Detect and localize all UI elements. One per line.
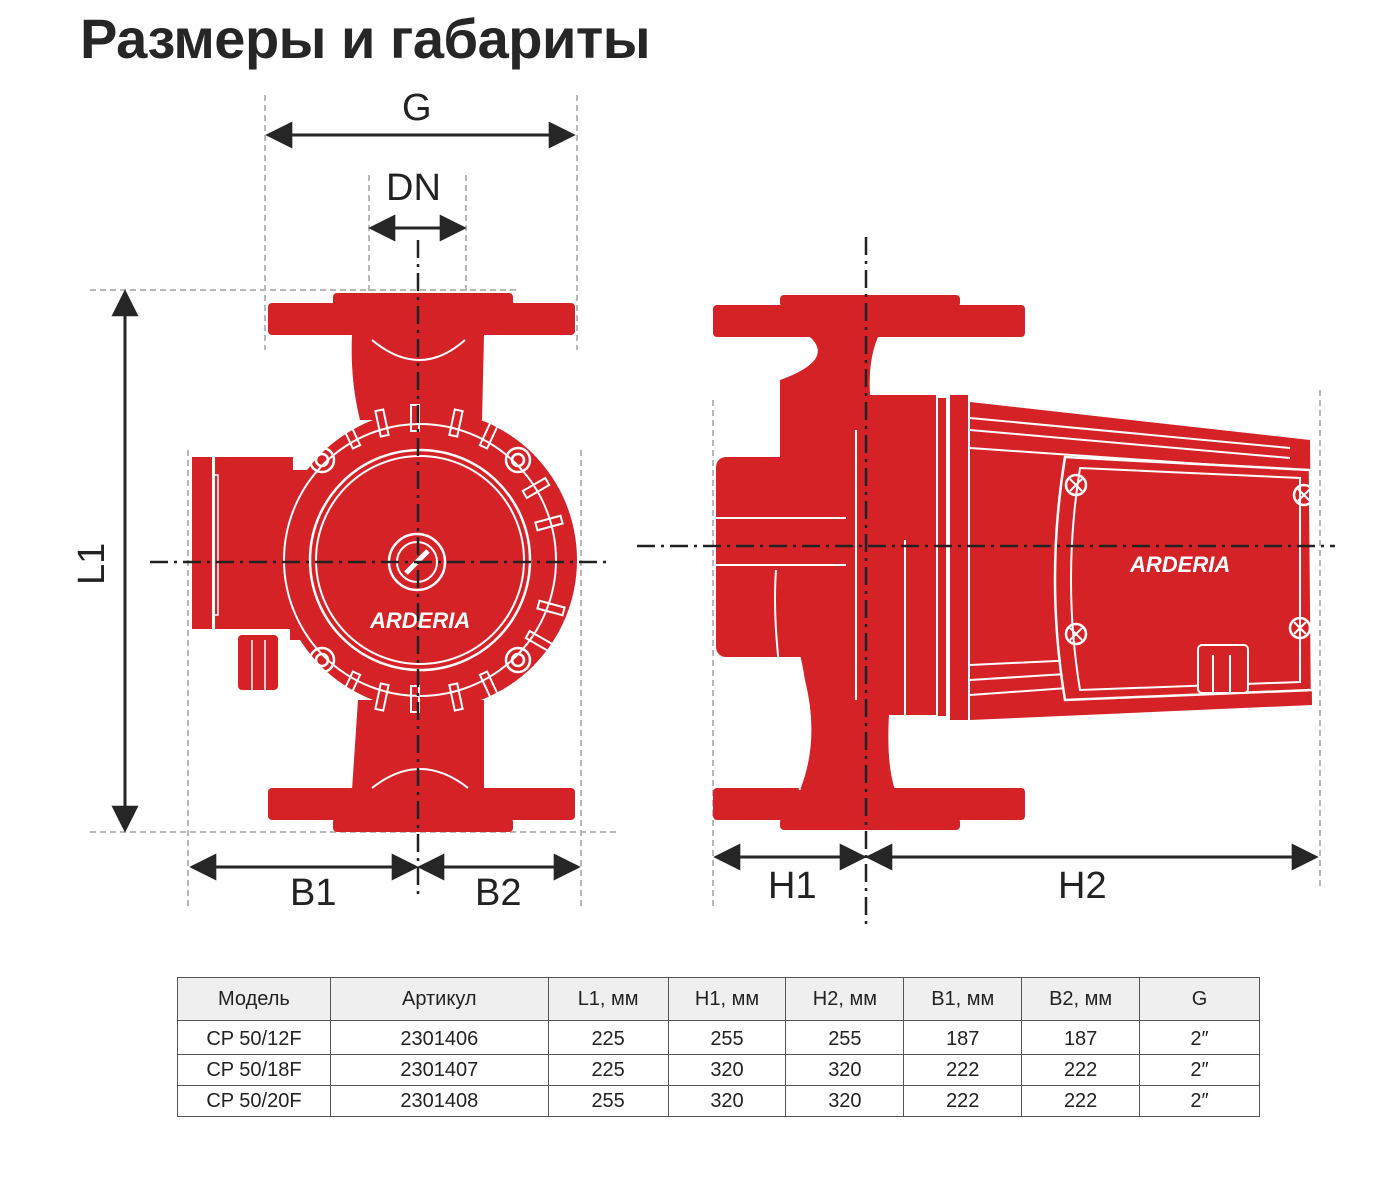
side-view: ARDERIA H1 H2: [637, 237, 1335, 925]
side-logo: ARDERIA: [1129, 552, 1230, 577]
cell-h1: 320: [667, 1054, 787, 1086]
cell-model: CP 50/12F: [177, 1020, 331, 1055]
pump-dimension-drawing: ARDERIA G DN L1 B1 B2: [71, 87, 1335, 925]
page-title: Размеры и габариты: [80, 7, 651, 70]
cell-g: 2″: [1139, 1085, 1260, 1117]
col-header-b2: B2, мм: [1021, 977, 1141, 1021]
table-row: CP 50/12F 2301406 225 255 255 187 187 2″: [177, 1020, 1260, 1055]
cell-b2: 222: [1021, 1085, 1141, 1117]
cell-model: CP 50/18F: [177, 1054, 331, 1086]
col-header-b1: B1, мм: [903, 977, 1023, 1021]
dim-label-b1: B1: [290, 872, 336, 914]
cell-b1: 187: [903, 1020, 1023, 1055]
cell-g: 2″: [1139, 1020, 1260, 1055]
table-row: CP 50/18F 2301407 225 320 320 222 222 2″: [177, 1054, 1260, 1086]
dim-label-b2: B2: [475, 872, 521, 914]
dim-label-l1: L1: [71, 543, 113, 585]
dimensions-table: Модель Артикул L1, мм H1, мм H2, мм B1, …: [177, 977, 1260, 1117]
table-row: CP 50/20F 2301408 255 320 320 222 222 2″: [177, 1085, 1260, 1117]
col-header-l1: L1, мм: [547, 977, 669, 1021]
col-header-model: Модель: [177, 977, 331, 1021]
cell-b2: 222: [1021, 1054, 1141, 1086]
cell-h2: 320: [785, 1085, 905, 1117]
front-view: ARDERIA G DN L1 B1 B2: [71, 87, 620, 914]
cell-b1: 222: [903, 1054, 1023, 1086]
cell-b2: 187: [1021, 1020, 1141, 1055]
col-header-article: Артикул: [329, 977, 549, 1021]
cell-h1: 255: [667, 1020, 787, 1055]
cell-h2: 320: [785, 1054, 905, 1086]
col-header-h2: H2, мм: [785, 977, 905, 1021]
cell-l1: 225: [547, 1054, 669, 1086]
cell-b1: 222: [903, 1085, 1023, 1117]
col-header-g: G: [1139, 977, 1260, 1021]
col-header-h1: H1, мм: [667, 977, 787, 1021]
cell-article: 2301407: [329, 1054, 549, 1086]
dim-label-g: G: [402, 87, 432, 129]
cell-l1: 255: [547, 1085, 669, 1117]
cell-l1: 225: [547, 1020, 669, 1055]
cell-g: 2″: [1139, 1054, 1260, 1086]
cell-model: CP 50/20F: [177, 1085, 331, 1117]
dim-label-dn: DN: [386, 167, 441, 209]
cell-h2: 255: [785, 1020, 905, 1055]
dim-label-h1: H1: [768, 865, 817, 907]
cell-article: 2301406: [329, 1020, 549, 1055]
front-logo: ARDERIA: [369, 608, 470, 633]
cell-h1: 320: [667, 1085, 787, 1117]
table-header-row: Модель Артикул L1, мм H1, мм H2, мм B1, …: [177, 977, 1260, 1021]
cell-article: 2301408: [329, 1085, 549, 1117]
dim-label-h2: H2: [1058, 865, 1107, 907]
